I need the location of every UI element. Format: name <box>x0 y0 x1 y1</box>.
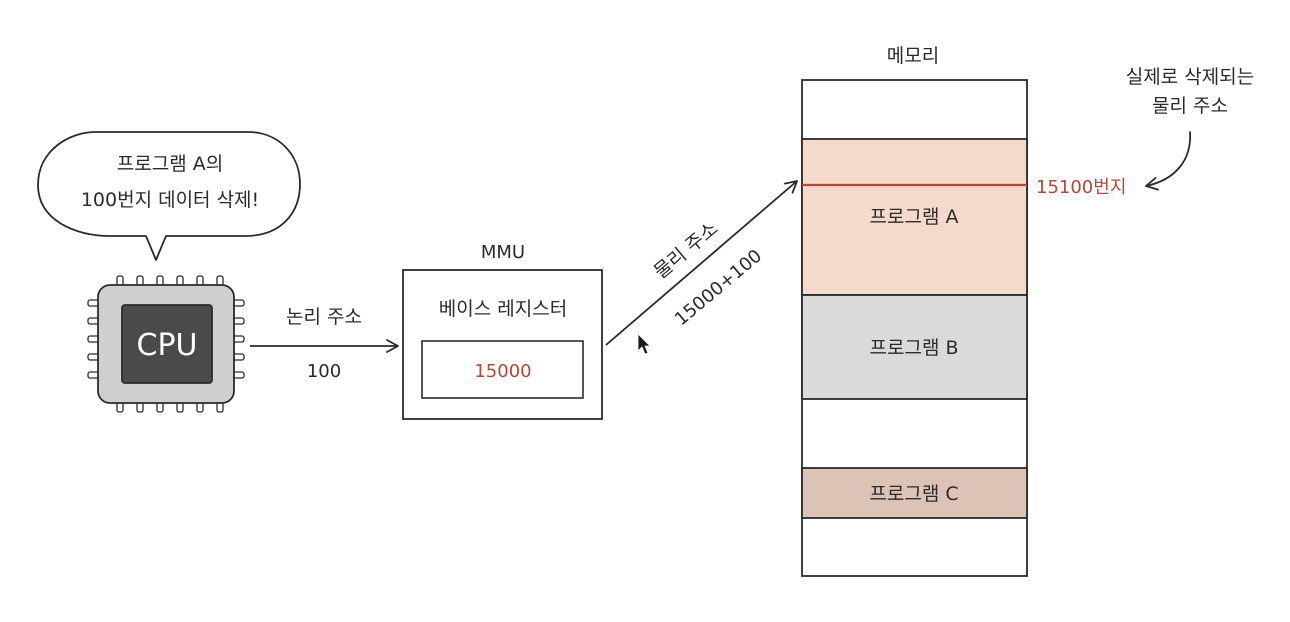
speech-bubble-line1: 프로그램 A의 <box>117 153 223 175</box>
logical-address-value: 100 <box>307 361 341 382</box>
memory-title: 메모리 <box>887 45 939 67</box>
physical-arrow-line <box>605 180 798 346</box>
program-c-label: 프로그램 C <box>869 483 958 505</box>
mmu-unit: MMU 베이스 레지스터 15000 <box>402 242 603 420</box>
annotation-arrow <box>1145 131 1191 191</box>
annotation-line2: 물리 주소 <box>1152 95 1228 117</box>
mmu-title: MMU <box>481 242 525 263</box>
program-b-block <box>801 294 1028 400</box>
memory: 메모리 프로그램 A 프로그램 B 프로그램 C 15100번지 <box>801 45 1126 577</box>
deleted-address-annotation: 실제로 삭제되는 물리 주소 <box>1126 66 1254 191</box>
speech-bubble-line2: 100번지 데이터 삭제! <box>81 189 259 211</box>
physical-address-arrow: 물리 주소 15000+100 <box>605 180 798 346</box>
cpu-core <box>121 304 213 384</box>
cpu-chip: CPU <box>87 275 245 413</box>
speech-bubble: 프로그램 A의 100번지 데이터 삭제! <box>37 131 301 261</box>
base-register-box <box>421 340 584 399</box>
program-c-block <box>801 467 1028 519</box>
speech-bubble-outline <box>37 131 301 261</box>
physical-address-label: 물리 주소 <box>650 218 722 284</box>
program-b-label: 프로그램 B <box>870 337 959 359</box>
cpu-label: CPU <box>137 328 198 363</box>
annotation-line1: 실제로 삭제되는 <box>1126 66 1254 88</box>
program-a-label: 프로그램 A <box>870 206 959 228</box>
base-register-label: 베이스 레지스터 <box>439 298 567 320</box>
program-a-block <box>801 138 1028 296</box>
target-address-label: 15100번지 <box>1036 177 1126 198</box>
mouse-cursor-icon <box>637 333 651 355</box>
logical-address-label: 논리 주소 <box>286 306 362 328</box>
logical-address-arrow: 논리 주소 100 <box>250 306 399 382</box>
base-register-value: 15000 <box>474 361 531 382</box>
